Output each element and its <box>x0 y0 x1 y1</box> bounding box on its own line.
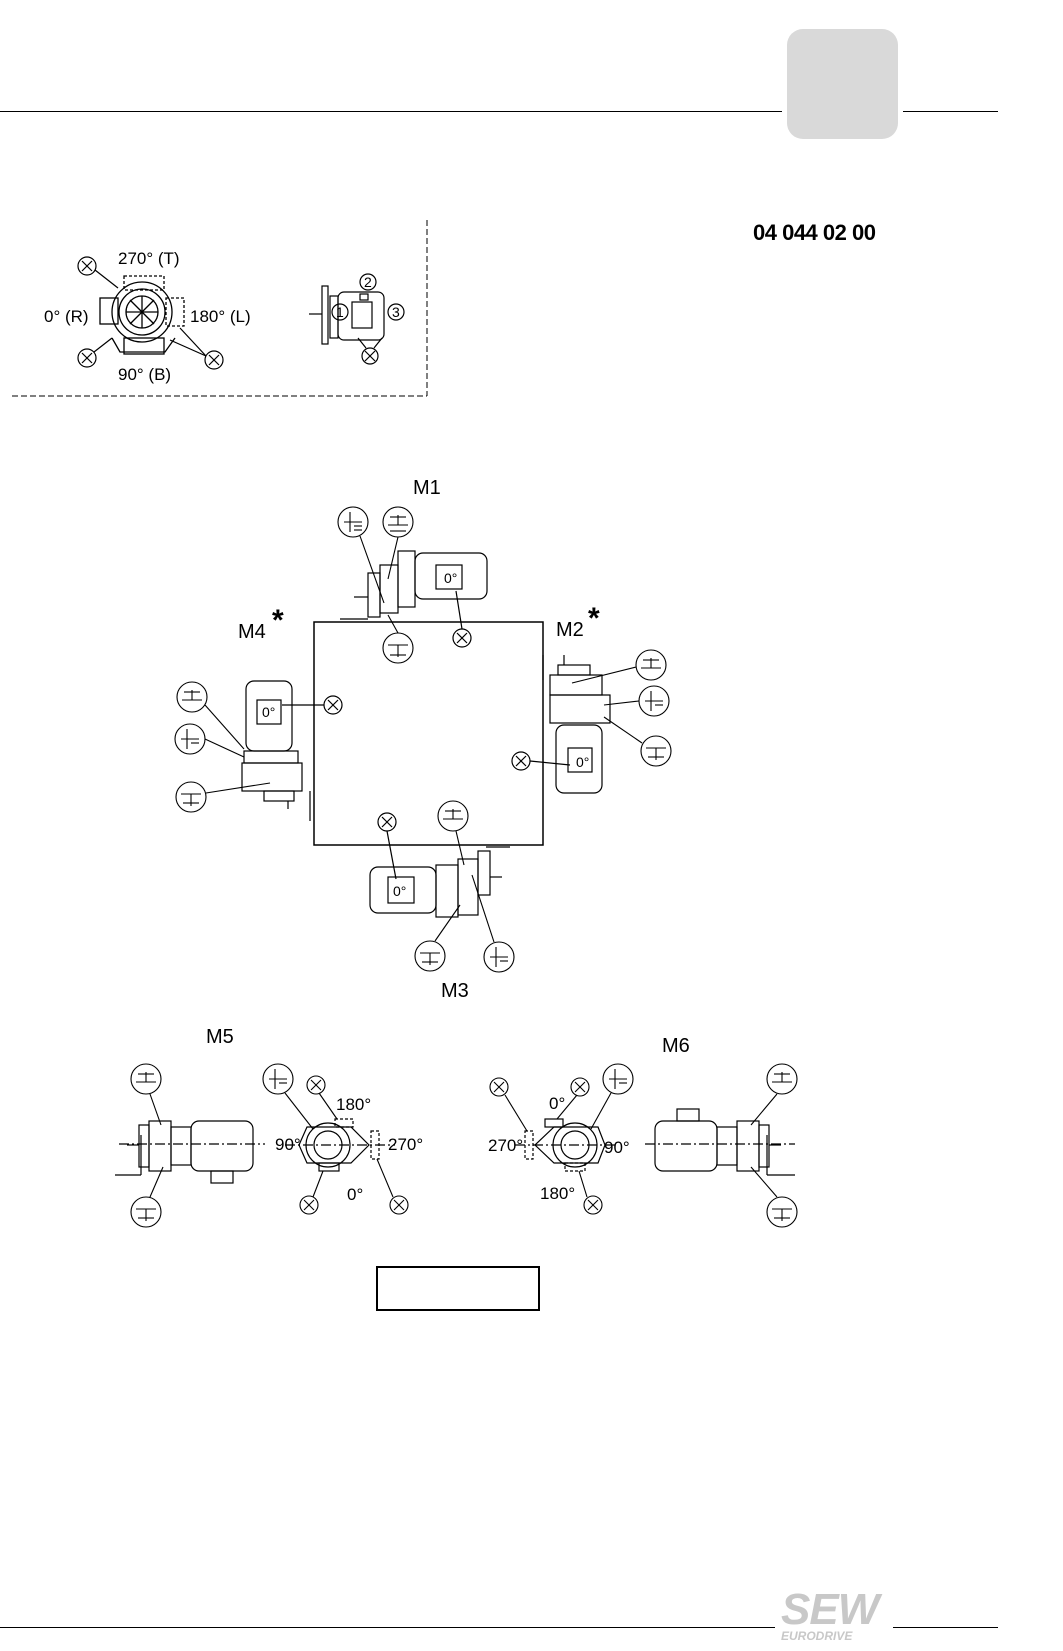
breather-valve-icon <box>382 506 414 538</box>
m2-motor-angle: 0° <box>576 754 590 770</box>
drain-plug-icon <box>766 1196 798 1228</box>
m6-angle-top: 0° <box>549 1094 566 1113</box>
m2-label: M2 <box>556 619 584 641</box>
breather-valve-icon <box>437 800 469 832</box>
m3-label: M3 <box>441 980 469 1002</box>
m5-angle-left: 90° <box>275 1135 301 1154</box>
m4-asterisk: * <box>272 604 284 637</box>
m1-motor-angle: 0° <box>444 570 458 586</box>
m2-gearmotor <box>542 655 611 794</box>
m3-motor-angle: 0° <box>393 883 407 899</box>
drain-plug-icon <box>130 1196 162 1228</box>
motor-front-view <box>99 275 185 355</box>
oil-level-icon <box>638 685 670 717</box>
m5-gearmotor-front <box>285 1118 395 1172</box>
x-marker-icon <box>376 1158 409 1215</box>
m6-angle-left: 270° <box>488 1136 524 1155</box>
sew-logo: SEW <box>781 1585 879 1634</box>
mounting-positions-diagram <box>174 506 672 973</box>
x-marker-icon <box>556 1077 590 1120</box>
position-2-label: 2 <box>364 274 372 290</box>
breather-valve-icon <box>176 681 208 713</box>
chapter-tab <box>787 29 898 139</box>
drain-plug-icon <box>175 781 207 813</box>
x-marker-icon <box>578 1170 603 1215</box>
m4-label: M4 <box>238 621 266 643</box>
header-rule-left <box>0 111 782 112</box>
oil-level-icon <box>337 506 369 538</box>
m6-angle-right: 90° <box>604 1138 630 1157</box>
m3-gearmotor <box>369 846 510 918</box>
m4-motor-angle: 0° <box>262 704 276 720</box>
m5-angle-right: 270° <box>388 1135 424 1154</box>
m6-angle-bottom: 180° <box>540 1184 576 1203</box>
m5-m6-diagram <box>115 1063 798 1228</box>
oil-level-icon <box>262 1063 294 1095</box>
x-marker-icon <box>77 256 119 289</box>
m1-label: M1 <box>413 477 441 499</box>
breather-valve-icon <box>130 1063 162 1095</box>
angle-bottom-label: 90° (B) <box>118 365 172 384</box>
x-marker-icon <box>306 1075 338 1120</box>
x-marker-icon <box>282 695 343 715</box>
x-marker-icon <box>452 590 472 648</box>
angle-top-label: 270° (T) <box>118 249 180 268</box>
breather-valve-icon <box>766 1063 798 1095</box>
gear-side-view <box>309 285 385 345</box>
x-marker-icon <box>511 751 571 771</box>
m2-asterisk: * <box>588 602 600 635</box>
drain-plug-icon <box>382 632 414 664</box>
legend-diagram <box>12 220 428 397</box>
x-marker-icon <box>77 337 113 368</box>
document-code: 04 044 02 00 <box>753 220 876 245</box>
breather-valve-icon <box>635 649 667 681</box>
m6-label: M6 <box>662 1035 690 1057</box>
m4-gearmotor <box>241 680 311 821</box>
m6-gearmotor-side <box>645 1108 795 1176</box>
note-box <box>376 1266 540 1311</box>
x-marker-icon <box>377 812 397 880</box>
m5-angle-bottom: 0° <box>347 1185 364 1204</box>
oil-level-icon <box>483 941 515 973</box>
drain-plug-icon <box>640 735 672 767</box>
x-marker-icon <box>489 1077 528 1132</box>
m5-label: M5 <box>206 1026 234 1048</box>
oil-level-icon <box>602 1063 634 1095</box>
footer-rule-left <box>0 1627 775 1628</box>
x-marker-icon <box>299 1170 324 1215</box>
mounting-surface <box>313 621 544 846</box>
m6-gearmotor-front <box>515 1118 615 1172</box>
oil-level-icon <box>174 723 206 755</box>
footer-rule-right <box>893 1627 998 1628</box>
position-marker <box>331 273 405 365</box>
position-3-label: 3 <box>392 304 400 320</box>
angle-right-label: 180° (L) <box>190 307 251 326</box>
m5-gearmotor-side <box>115 1120 265 1184</box>
x-marker-icon <box>169 327 224 370</box>
angle-left-label: 0° (R) <box>44 307 89 326</box>
header-rule-right <box>903 111 998 112</box>
position-1-label: 1 <box>336 304 344 320</box>
eurodrive-logo: EURODRIVE <box>781 1629 853 1643</box>
drain-plug-icon <box>414 940 446 972</box>
m1-gearmotor <box>340 550 488 620</box>
m5-angle-top: 180° <box>336 1095 372 1114</box>
